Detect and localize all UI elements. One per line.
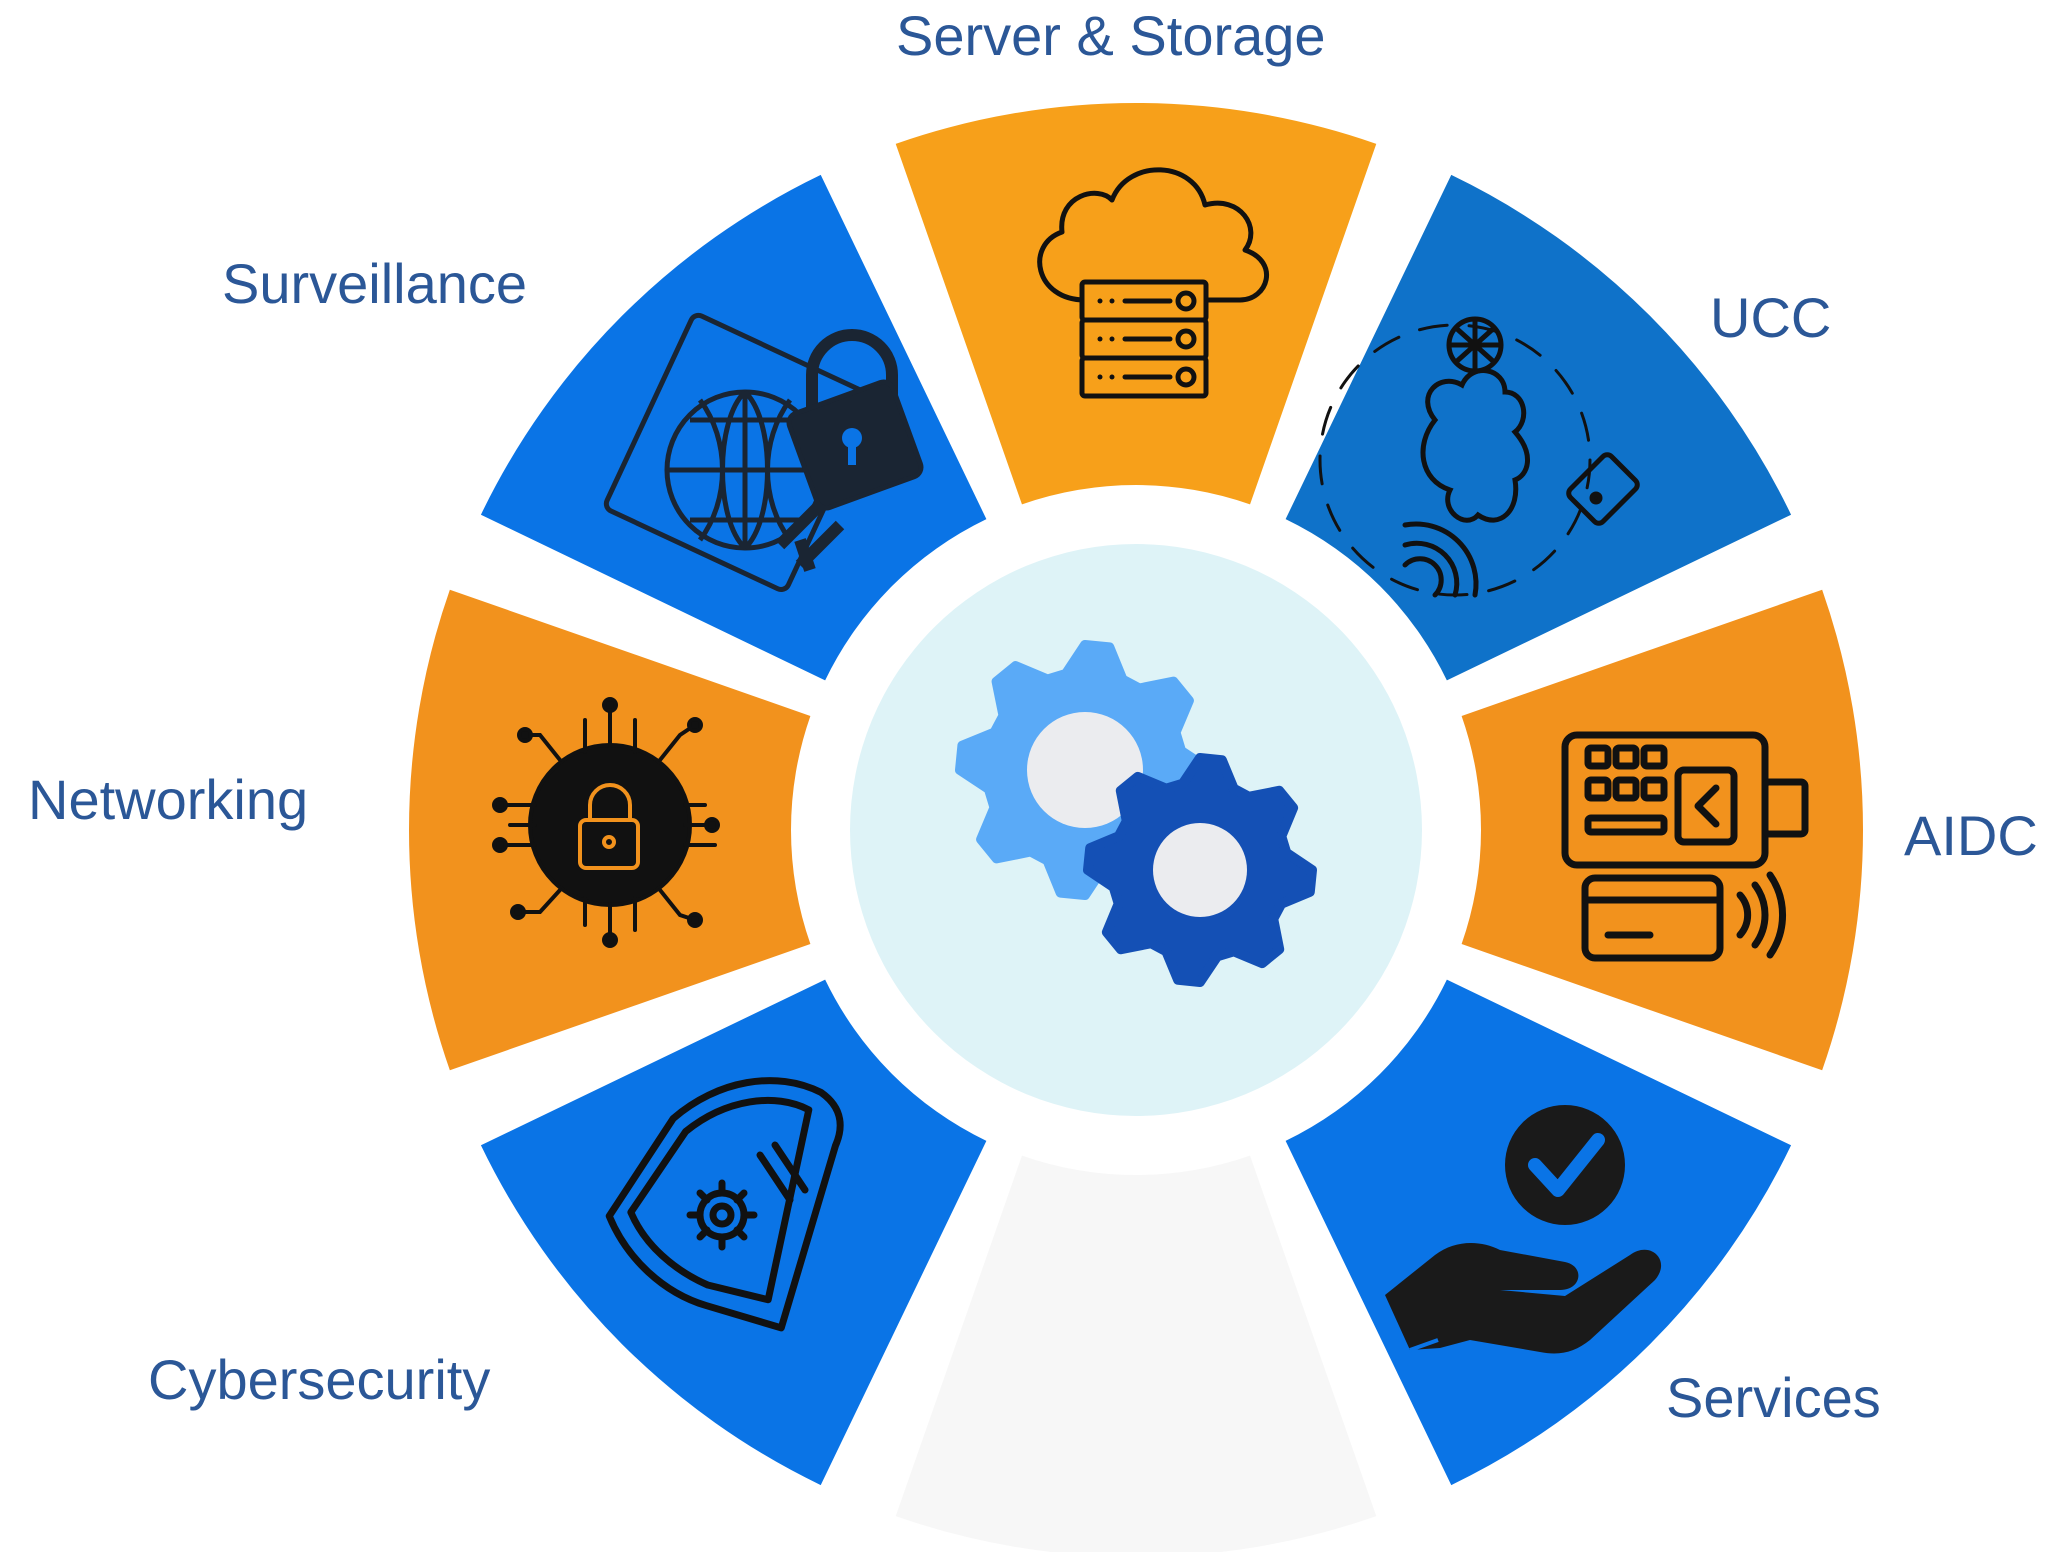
wheel-segments <box>409 102 1864 1552</box>
globe-padlock-icon <box>603 312 924 593</box>
gear-light-hub <box>1027 712 1143 828</box>
hand-checkmark-icon <box>1385 1105 1662 1354</box>
center-hub <box>850 544 1422 1116</box>
circuit-lock-icon <box>492 697 720 948</box>
label-cybersecurity: Cybersecurity <box>148 1348 491 1411</box>
gear-dark <box>1083 753 1317 987</box>
gear-dark-hub <box>1153 823 1247 917</box>
label-ucc: UCC <box>1710 286 1832 349</box>
segment-surveillance <box>480 174 987 681</box>
gears-icon <box>955 640 1317 987</box>
label-surveillance: Surveillance <box>222 252 528 315</box>
segment-blank <box>895 1155 1377 1552</box>
shield-gear-icon <box>605 1077 844 1332</box>
segment-ucc <box>1285 174 1792 681</box>
label-services: Services <box>1666 1366 1881 1429</box>
label-networking: Networking <box>28 768 309 831</box>
label-server-storage: Server & Storage <box>896 4 1326 67</box>
cloud-network-icon <box>1318 316 1640 598</box>
card-terminal-icon <box>1561 731 1809 962</box>
cloud-server-icon <box>1037 167 1269 399</box>
label-aidc: AIDC <box>1904 804 2038 867</box>
segment-services <box>1285 979 1792 1486</box>
